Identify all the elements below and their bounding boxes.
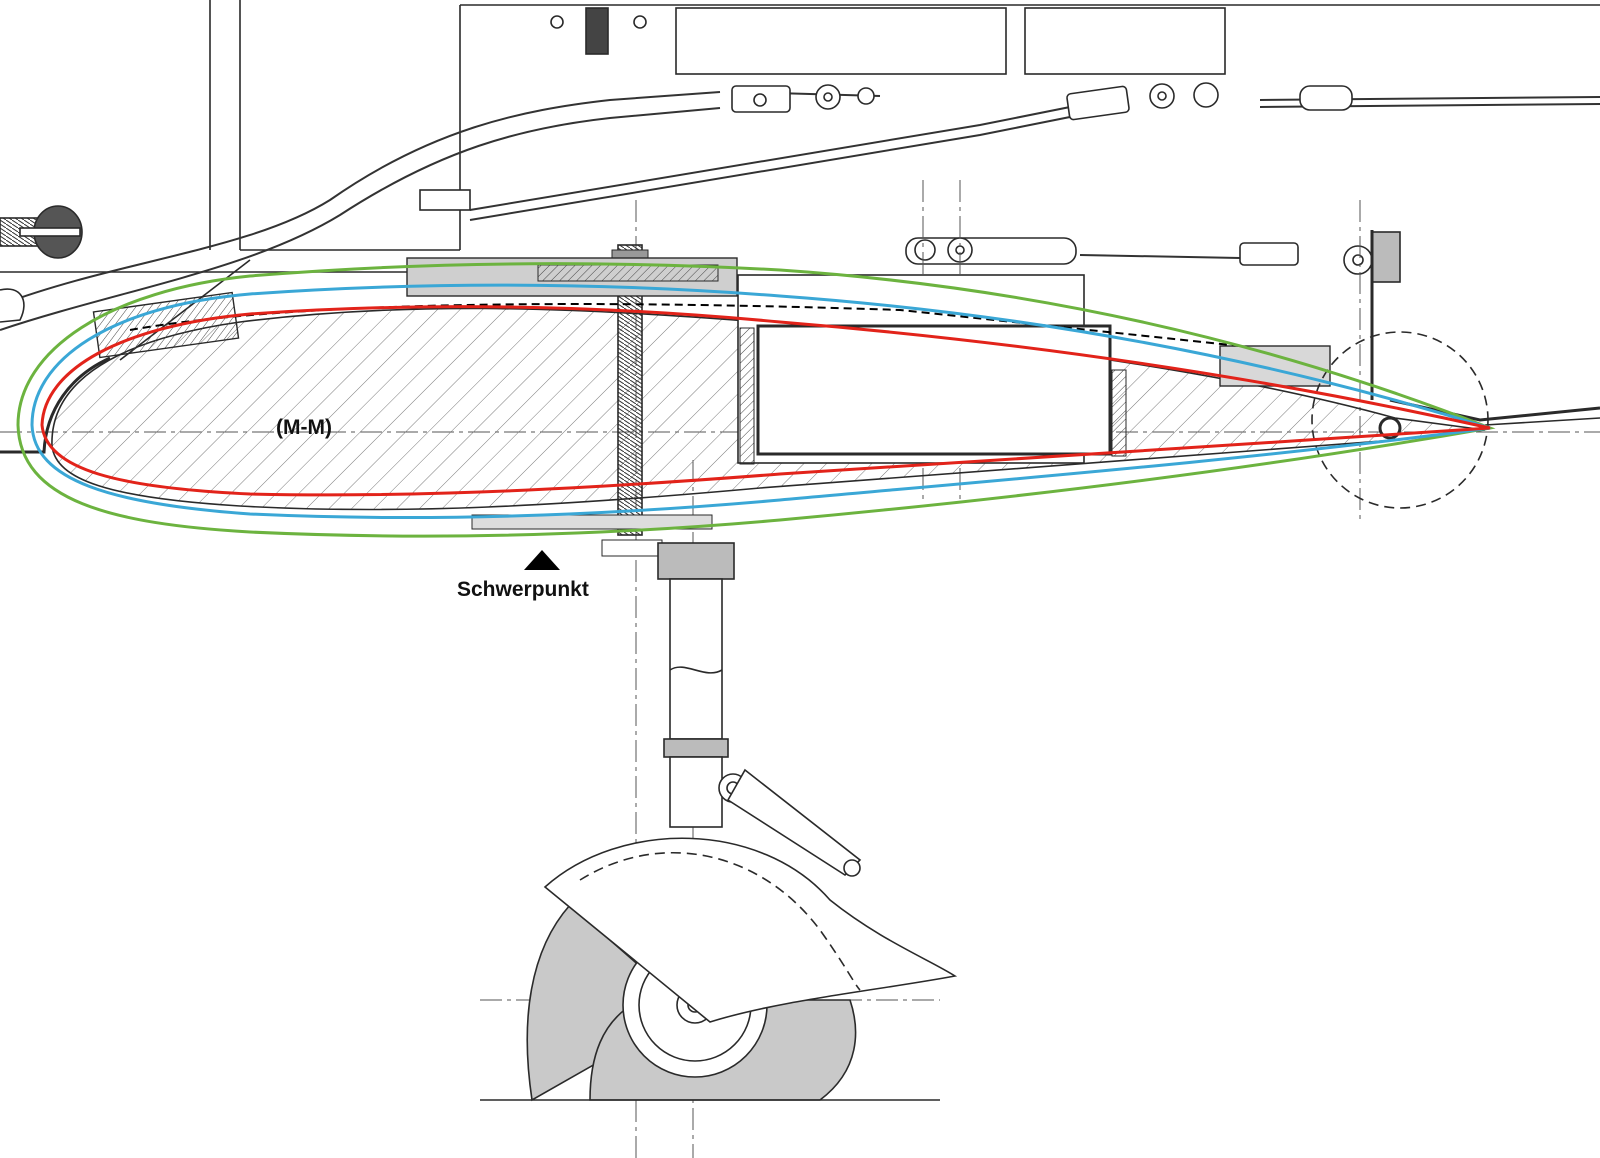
- landing-gear-strut: [657, 542, 862, 877]
- nose-wheel: [480, 837, 958, 1102]
- center-of-gravity-label: Schwerpunkt: [457, 578, 589, 601]
- fuselage-structure: [0, 0, 1600, 361]
- center-of-gravity-marker: [524, 550, 560, 570]
- overlay-profiles: [16, 262, 1496, 538]
- airfoil-section: [0, 230, 1600, 557]
- profile-red: [40, 305, 1491, 497]
- hinge-fitting: [0, 205, 83, 323]
- linkage-hardware: [419, 82, 1401, 283]
- control-cables: [0, 91, 1600, 331]
- section-label: (M-M): [276, 416, 332, 439]
